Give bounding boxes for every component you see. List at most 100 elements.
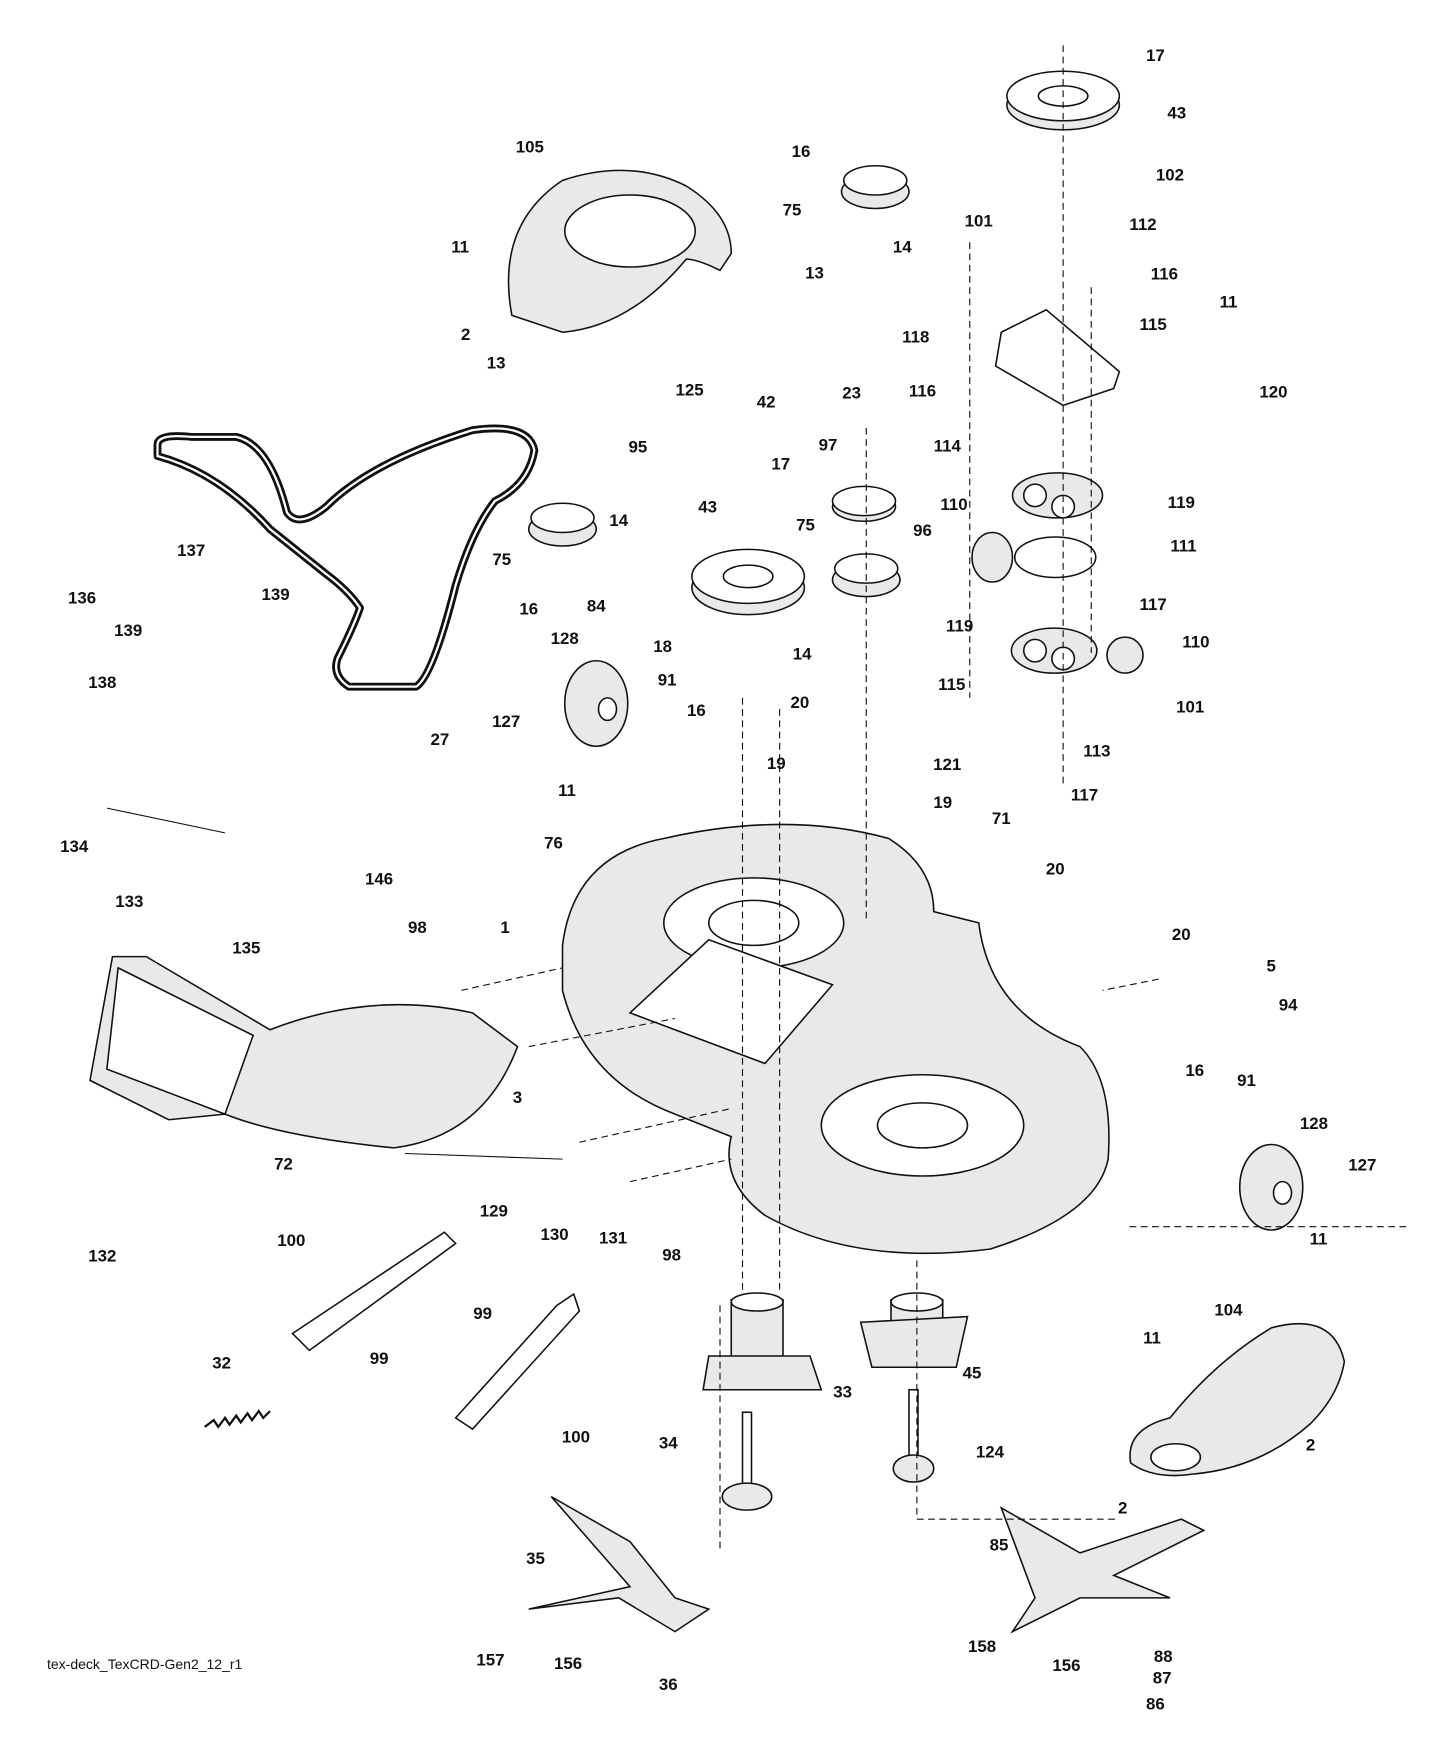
callout-99: 99 — [370, 1349, 389, 1368]
callout-43: 43 — [1167, 104, 1186, 123]
callout-14: 14 — [893, 237, 912, 256]
idler-75-left — [527, 502, 598, 547]
callout-75: 75 — [492, 550, 511, 569]
callout-117: 117 — [1071, 785, 1098, 804]
callout-132: 132 — [88, 1247, 116, 1266]
shaft-124 — [892, 1388, 935, 1483]
callout-110: 110 — [1182, 632, 1209, 651]
callout-100: 100 — [277, 1231, 305, 1250]
callout-121: 121 — [933, 755, 961, 774]
callout-101: 101 — [1176, 698, 1204, 717]
callout-119: 119 — [946, 617, 973, 636]
callout-27: 27 — [430, 730, 449, 749]
blade-35 — [528, 1495, 711, 1633]
callout-157: 157 — [476, 1650, 504, 1669]
callout-16: 16 — [792, 142, 811, 161]
callout-156: 156 — [554, 1654, 582, 1673]
idler-75-top — [840, 164, 910, 210]
callout-19: 19 — [933, 793, 952, 812]
blade-85 — [999, 1506, 1206, 1634]
shaft-34 — [721, 1411, 773, 1511]
callout-11: 11 — [558, 781, 576, 800]
callout-20: 20 — [1046, 860, 1065, 879]
callout-3: 3 — [513, 1088, 522, 1107]
callout-100: 100 — [562, 1428, 590, 1447]
callout-139: 139 — [262, 585, 290, 604]
callout-96: 96 — [913, 521, 932, 540]
rod-129 — [404, 1152, 563, 1160]
callout-139: 139 — [114, 621, 142, 640]
callout-95: 95 — [628, 438, 647, 457]
callout-119: 119 — [1168, 493, 1195, 512]
callout-115: 115 — [1140, 315, 1167, 334]
callout-20: 20 — [790, 693, 809, 712]
callout-128: 128 — [1300, 1114, 1328, 1133]
gauge-wheel-left — [563, 659, 629, 748]
callout-116: 116 — [909, 381, 936, 400]
callout-16: 16 — [519, 600, 538, 619]
rod-134 — [106, 807, 226, 834]
callout-158: 158 — [968, 1637, 996, 1656]
callout-104: 104 — [1214, 1301, 1243, 1320]
callout-11: 11 — [451, 237, 469, 256]
callout-14: 14 — [609, 511, 628, 530]
spring-32 — [204, 1409, 271, 1429]
callout-1: 1 — [500, 918, 509, 937]
callout-91: 91 — [1237, 1071, 1256, 1090]
callout-20: 20 — [1172, 925, 1191, 944]
diagram-caption: tex-deck_TexCRD-Gen2_12_r1 — [47, 1656, 243, 1672]
callout-11: 11 — [1310, 1230, 1328, 1249]
callout-43: 43 — [698, 497, 717, 516]
callout-134: 134 — [60, 837, 89, 856]
callout-146: 146 — [365, 870, 393, 889]
callout-91: 91 — [658, 671, 677, 690]
callout-11: 11 — [1220, 293, 1238, 312]
spindle-33 — [702, 1292, 823, 1391]
gear-119-top — [1011, 472, 1104, 519]
callout-71: 71 — [992, 809, 1011, 828]
callout-45: 45 — [963, 1364, 982, 1383]
callout-84: 84 — [587, 596, 606, 615]
spindle-45 — [859, 1292, 969, 1369]
callout-16: 16 — [687, 701, 706, 720]
lift-arm-99-right — [454, 1292, 581, 1431]
pulley-43-top — [1006, 70, 1121, 131]
callout-2: 2 — [461, 325, 470, 344]
callout-115: 115 — [938, 675, 965, 694]
callout-75: 75 — [783, 200, 802, 219]
callout-138: 138 — [88, 673, 116, 692]
callout-17: 17 — [771, 455, 790, 474]
callout-127: 127 — [1348, 1155, 1376, 1174]
callout-76: 76 — [544, 834, 563, 853]
callout-125: 125 — [676, 380, 704, 399]
callout-5: 5 — [1267, 956, 1276, 975]
callout-135: 135 — [232, 938, 260, 957]
callout-72: 72 — [274, 1154, 293, 1173]
callout-42: 42 — [757, 393, 776, 412]
callout-116: 116 — [1151, 264, 1178, 283]
callout-137: 137 — [177, 541, 205, 560]
callout-128: 128 — [551, 629, 579, 648]
pulley-43-center — [691, 548, 806, 616]
callout-75: 75 — [796, 515, 815, 534]
mower-deck-1 — [561, 823, 1110, 1255]
callout-13: 13 — [805, 263, 824, 282]
callout-35: 35 — [526, 1549, 545, 1568]
callout-11: 11 — [1143, 1329, 1161, 1348]
callout-97: 97 — [819, 435, 838, 454]
callout-86: 86 — [1146, 1694, 1165, 1713]
callout-127: 127 — [492, 712, 520, 731]
callout-23: 23 — [842, 384, 861, 403]
callout-2: 2 — [1118, 1499, 1127, 1518]
callout-88: 88 — [1154, 1647, 1173, 1666]
callout-114: 114 — [934, 437, 962, 456]
callout-118: 118 — [902, 327, 929, 346]
gear-119-bottom — [1010, 627, 1098, 674]
lift-arm-99-left — [291, 1231, 457, 1352]
callout-110: 110 — [940, 495, 967, 514]
callout-105: 105 — [516, 137, 544, 156]
callout-112: 112 — [1129, 215, 1156, 234]
callout-102: 102 — [1156, 165, 1184, 184]
callout-13: 13 — [487, 353, 506, 372]
